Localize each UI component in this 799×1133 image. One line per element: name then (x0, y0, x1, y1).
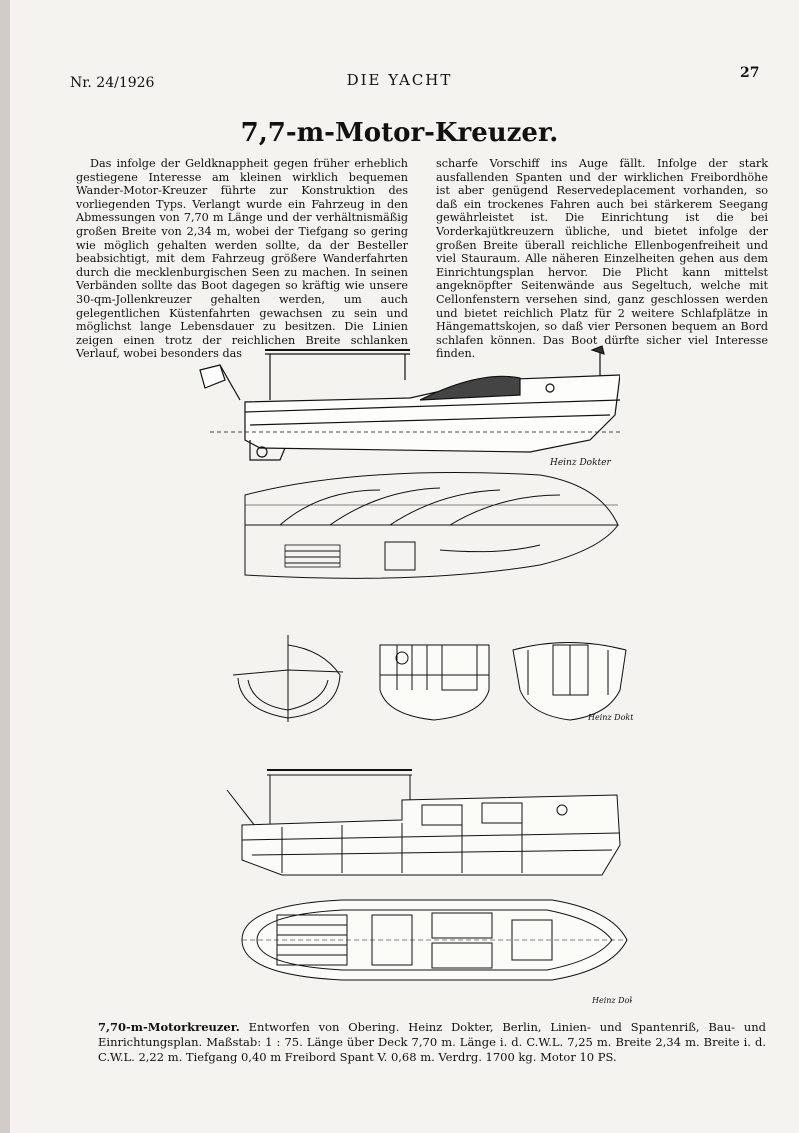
construction-plan-drawing: Heinz Dokter (226, 769, 632, 1005)
caption-lead: 7,70-m-Motorkreuzer. (98, 1020, 240, 1034)
signature-2: Heinz Dokter (587, 713, 633, 722)
body-plan-drawing (232, 635, 344, 722)
column-1-text: Das infolge der Geldknappheit gegen früh… (76, 157, 408, 361)
figure-caption: 7,70-m-Motorkreuzer. Entworfen von Oberi… (98, 1020, 766, 1065)
section-drawing-2: Heinz Dokter (512, 642, 633, 722)
side-profile-drawing: Heinz Dokter (199, 345, 620, 468)
page-edge (0, 0, 10, 1133)
article-column-1: Das infolge der Geldknappheit gegen früh… (76, 157, 408, 361)
signature-1: Heinz Dokter (549, 458, 611, 468)
journal-title: DIE YACHT (346, 71, 453, 89)
page-number: 27 (740, 65, 760, 81)
section-drawing-1 (379, 644, 490, 721)
caption-text: Entworfen von Obering. Heinz Dokter, Ber… (98, 1020, 767, 1064)
column-2-text: scharfe Vorschiff ins Auge fällt. Infolg… (436, 157, 768, 361)
article-title: 7,7-m-Motor-Kreuzer. (240, 118, 559, 148)
article-column-2: scharfe Vorschiff ins Auge fällt. Infolg… (436, 157, 768, 361)
lines-plan-drawing (244, 472, 619, 579)
signature-3: Heinz Dokter (591, 996, 632, 1005)
issue-number: Nr. 24/1926 (70, 75, 155, 91)
